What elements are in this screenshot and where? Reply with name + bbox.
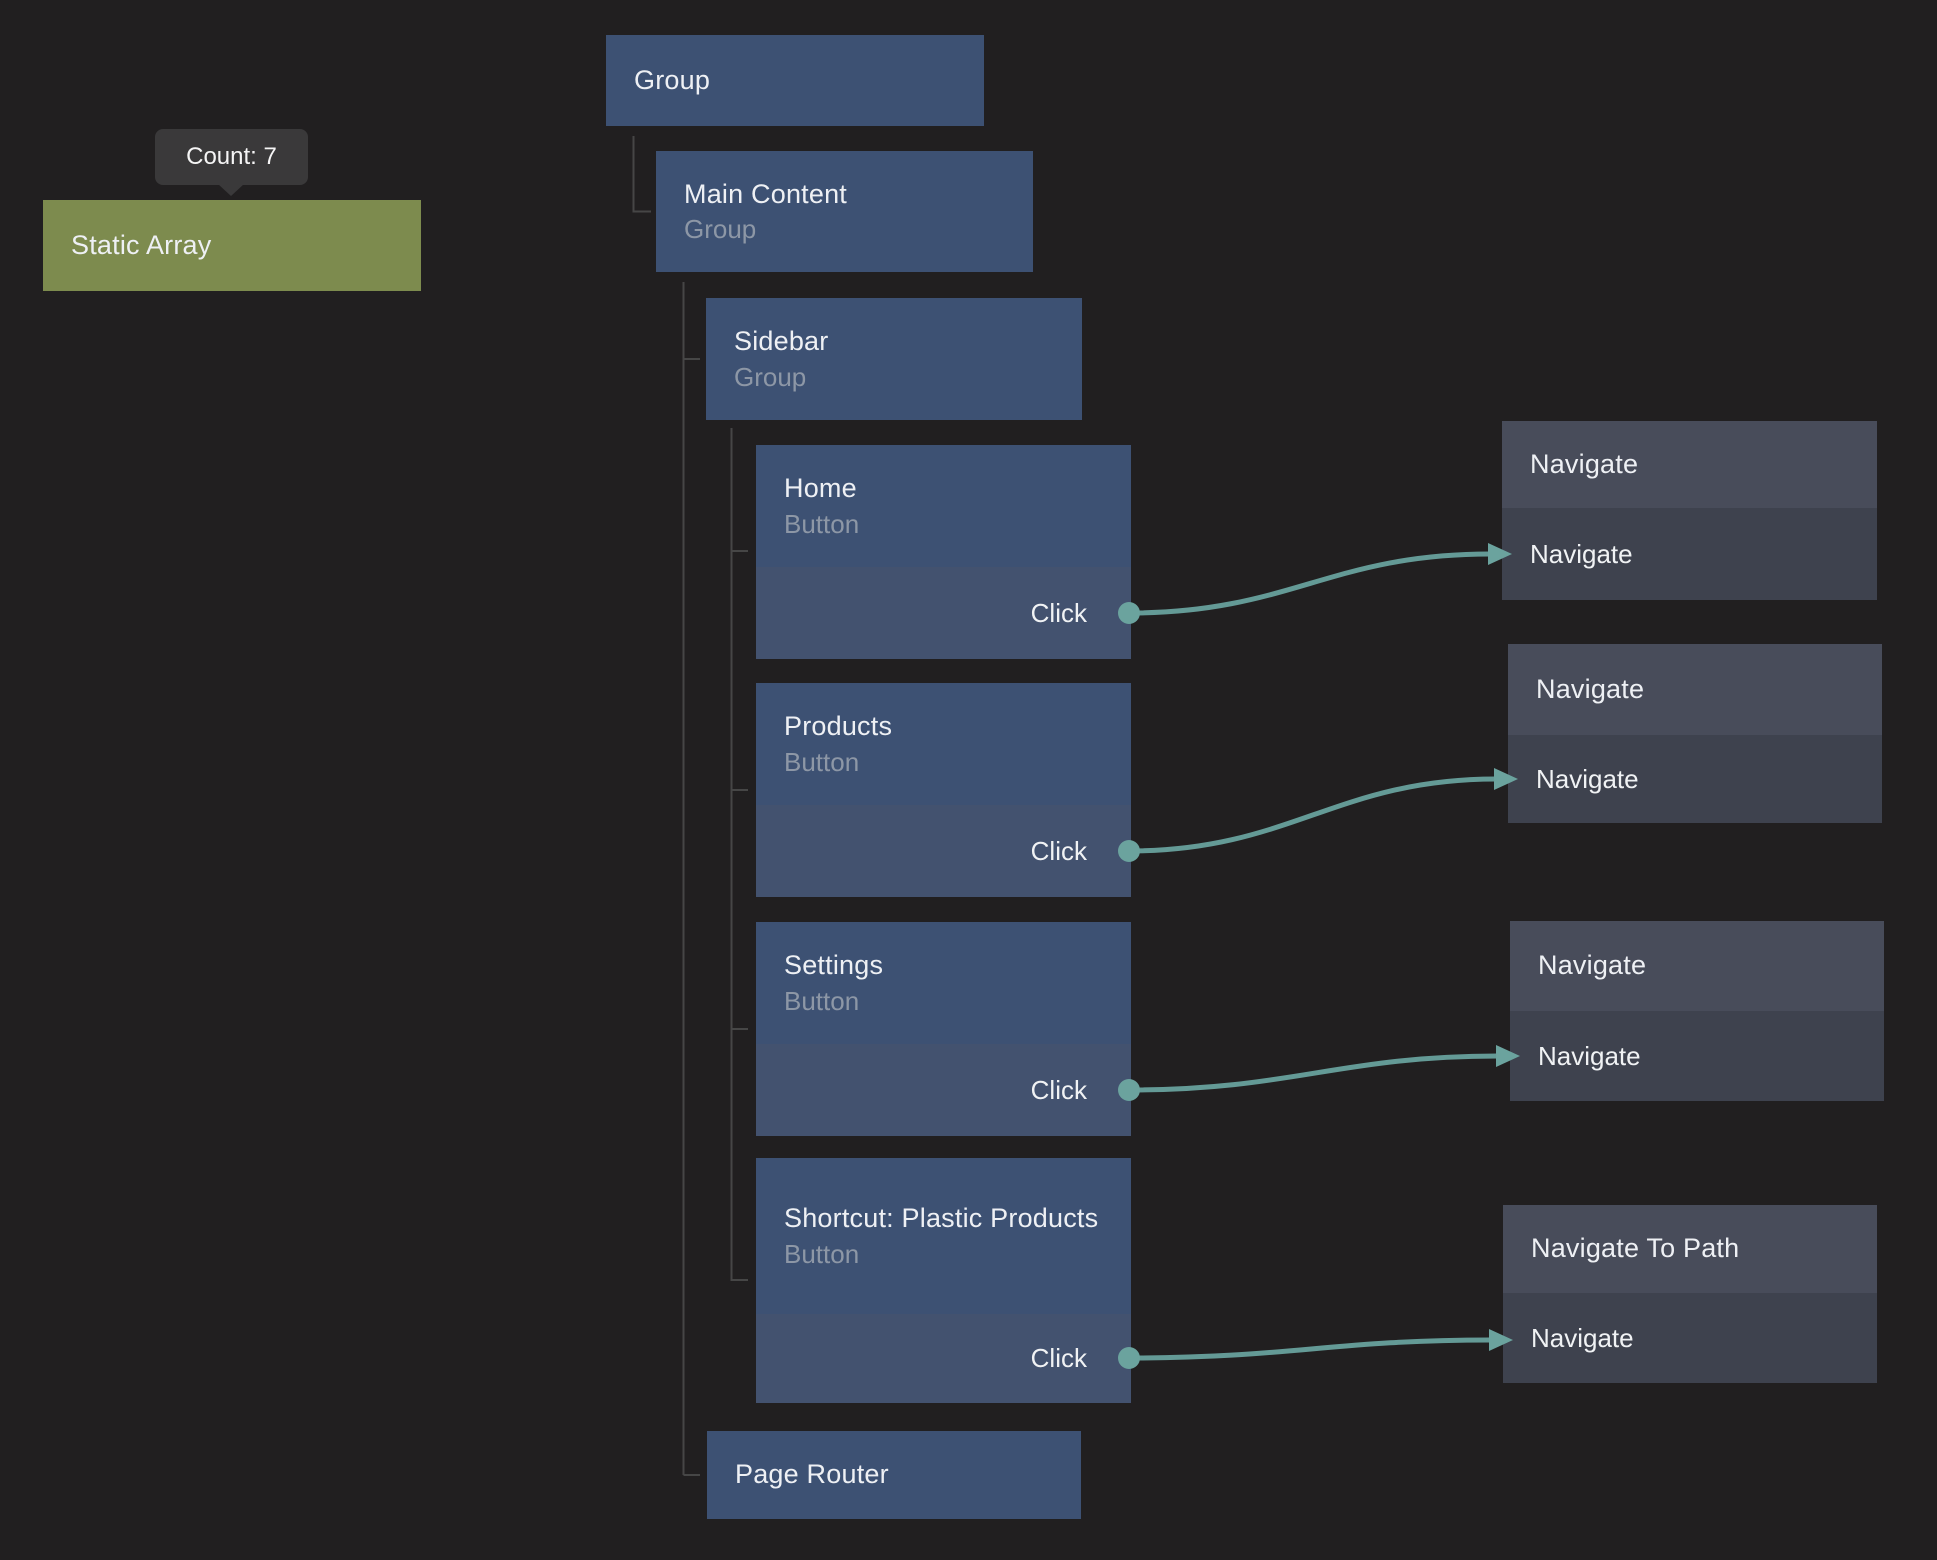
node-title: Main Content: [684, 178, 847, 209]
wire-shortcut-click-to-navigate-to-path[interactable]: [1128, 1337, 1492, 1361]
node-main-content[interactable]: Main Content Group: [656, 151, 1033, 272]
output-port-click-label: Click: [1030, 835, 1087, 866]
node-title: Static Array: [71, 229, 212, 260]
node-sidebar[interactable]: Sidebar Group: [706, 298, 1082, 420]
node-title: Sidebar: [734, 326, 829, 357]
input-port-navigate-label: Navigate: [1530, 538, 1633, 569]
output-port-row: Click: [756, 1044, 1131, 1136]
wire-products-click-to-navigate[interactable]: [1128, 776, 1497, 854]
node-home[interactable]: Home Button Click: [756, 445, 1131, 659]
input-port-row: Navigate: [1510, 1011, 1884, 1101]
node-title: Navigate: [1530, 448, 1639, 479]
node-page-router[interactable]: Page Router: [707, 1431, 1081, 1519]
wire-settings-click-to-navigate[interactable]: [1128, 1053, 1499, 1093]
node-settings[interactable]: Settings Button Click: [756, 922, 1131, 1136]
input-port-navigate-label: Navigate: [1536, 763, 1639, 794]
output-port-row: Click: [756, 805, 1131, 897]
node-title: Page Router: [735, 1459, 889, 1490]
node-title: Navigate To Path: [1531, 1233, 1740, 1264]
node-type-label: Group: [684, 214, 757, 245]
node-type-label: Group: [734, 361, 807, 392]
output-port-row: Click: [756, 567, 1131, 659]
node-title: Shortcut: Plastic Products: [784, 1203, 1099, 1234]
node-navigate-1[interactable]: Navigate Navigate: [1502, 421, 1877, 600]
output-port-click-label: Click: [1030, 1074, 1087, 1105]
node-type-label: Button: [784, 985, 860, 1016]
output-port-row: Click: [756, 1314, 1131, 1403]
node-title: Home: [784, 473, 857, 504]
node-title: Navigate: [1538, 950, 1647, 981]
output-port-click-label: Click: [1030, 1343, 1087, 1373]
node-type-label: Button: [784, 746, 860, 777]
wire-home-click-to-navigate[interactable]: [1128, 551, 1491, 616]
input-port-row: Navigate: [1503, 1293, 1877, 1383]
input-port-row: Navigate: [1508, 735, 1882, 823]
input-port-row: Navigate: [1502, 508, 1877, 600]
node-title: Settings: [784, 950, 884, 981]
node-navigate-to-path[interactable]: Navigate To Path Navigate: [1503, 1205, 1877, 1383]
input-port-navigate-label: Navigate: [1538, 1040, 1641, 1071]
input-port-navigate-label: Navigate: [1531, 1322, 1634, 1353]
output-port-click-label: Click: [1030, 597, 1087, 628]
node-navigate-3[interactable]: Navigate Navigate: [1510, 921, 1884, 1101]
count-tooltip: Count: 7: [155, 129, 308, 196]
tree-line-group-children: [632, 136, 651, 213]
node-title: Group: [634, 64, 711, 95]
node-group[interactable]: Group: [606, 35, 984, 126]
node-title: Navigate: [1536, 673, 1645, 704]
count-tooltip-label: Count: 7: [186, 143, 277, 170]
node-navigate-2[interactable]: Navigate Navigate: [1508, 644, 1882, 823]
node-shortcut-plastic-products[interactable]: Shortcut: Plastic Products Button Click: [756, 1158, 1131, 1403]
node-type-label: Button: [784, 1238, 860, 1269]
node-title: Products: [784, 711, 893, 742]
node-static-array[interactable]: Static Array: [43, 200, 421, 291]
node-products[interactable]: Products Button Click: [756, 683, 1131, 897]
node-type-label: Button: [784, 508, 860, 539]
